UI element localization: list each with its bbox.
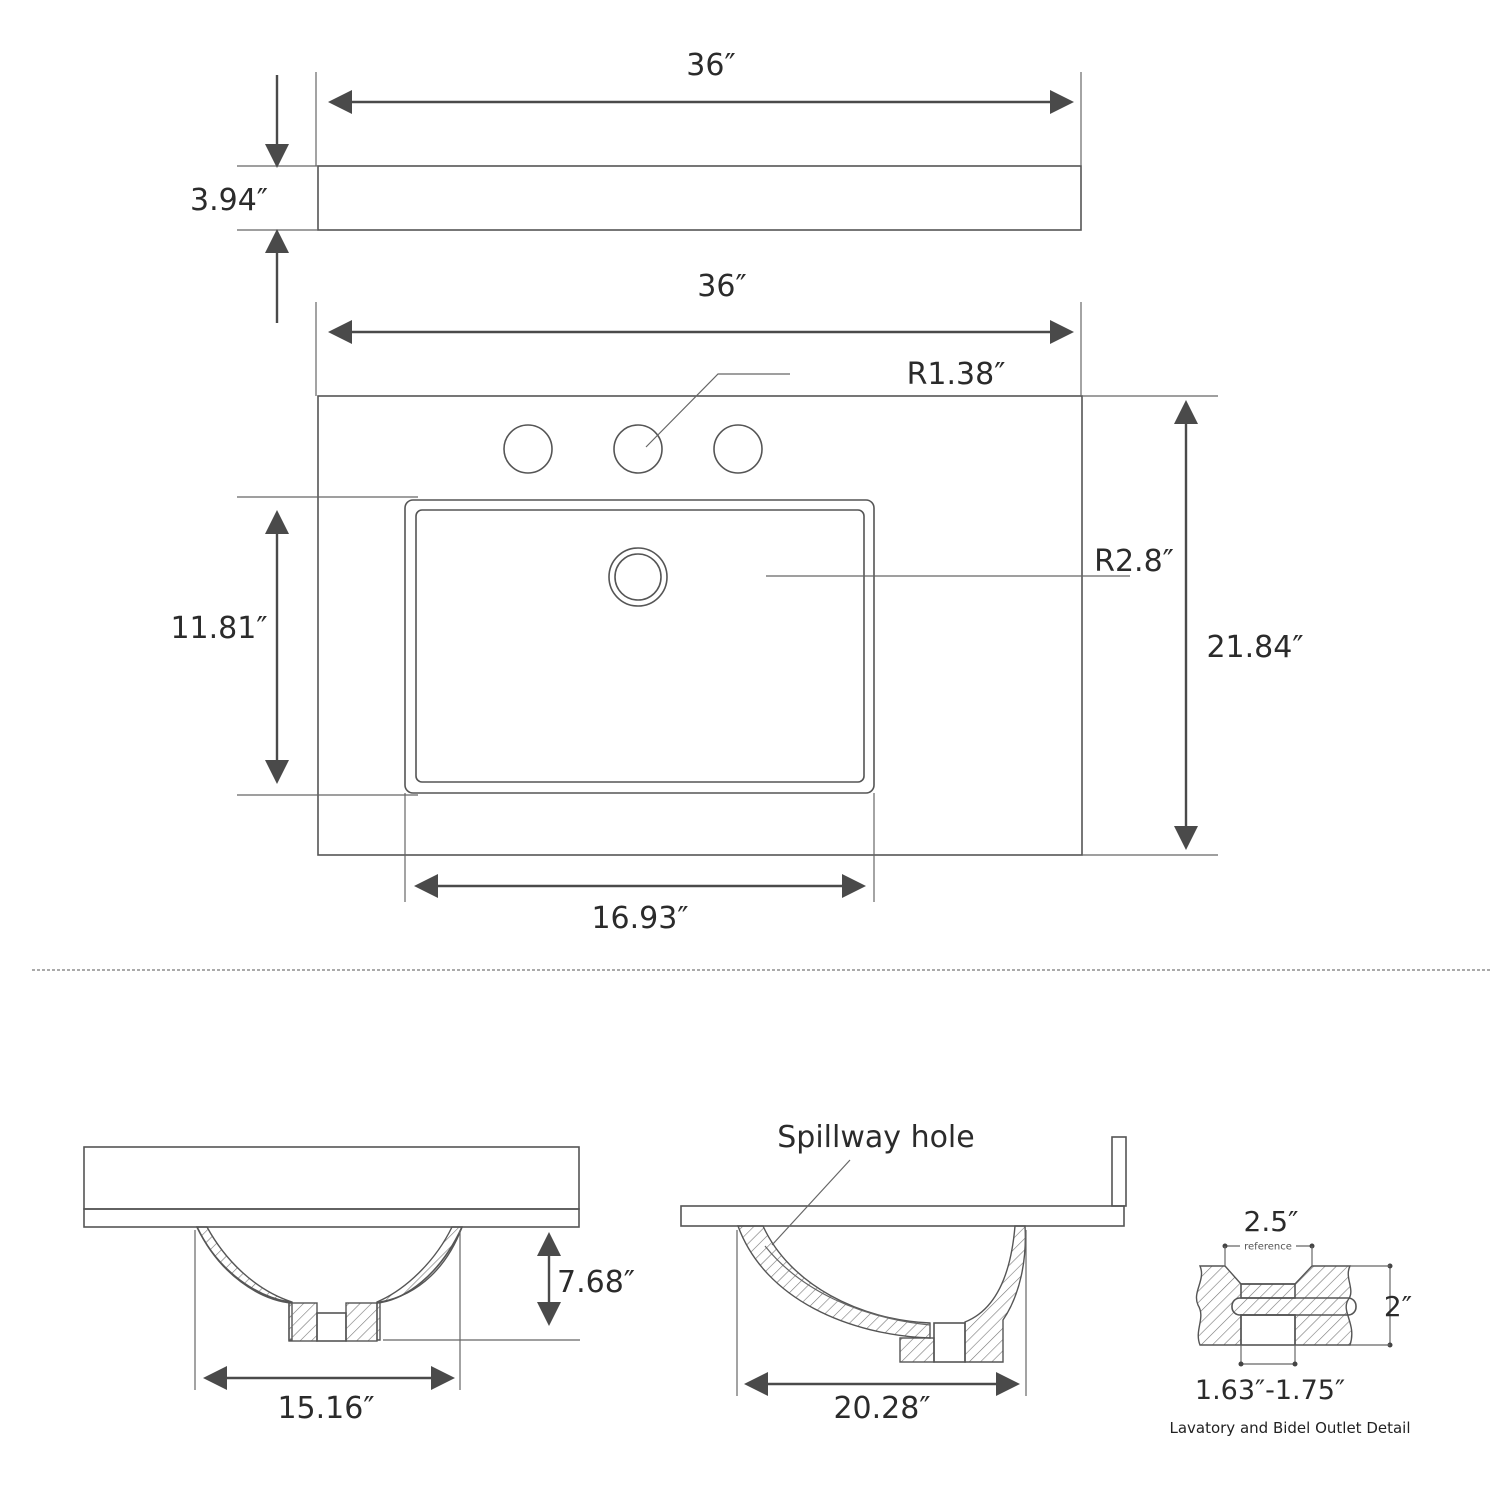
arrow-head xyxy=(842,874,866,898)
drain-inner-ring xyxy=(614,553,662,601)
reference-label: reference xyxy=(1244,1242,1292,1253)
arrow-head xyxy=(203,1366,227,1390)
drain-outer-ring xyxy=(608,547,668,607)
top-width-label: 2.5″ xyxy=(1244,1205,1299,1238)
faucet-hole-right xyxy=(713,424,763,474)
arrow-head xyxy=(431,1366,455,1390)
bowl-outer-rim xyxy=(404,499,875,794)
plan-view: 36″ R1.38″ R2.8″ 21.84″ 11.81″ xyxy=(170,269,1303,936)
arrow-head xyxy=(328,320,352,344)
bowl-curve-outer-right xyxy=(376,1226,463,1304)
leader-line-hole-radius xyxy=(645,373,790,448)
arrow-head xyxy=(265,510,289,534)
bowl-depth-label: 11.81″ xyxy=(170,611,267,646)
outlet-detail: reference 2.5″ 2″ 1.63″-1.75″ Lavatory a… xyxy=(1169,1205,1412,1437)
arrow-head xyxy=(537,1302,561,1326)
drain-boss-right xyxy=(345,1302,378,1342)
drain-opening-side xyxy=(933,1322,966,1363)
dimension-dot xyxy=(1292,1361,1298,1367)
countertop-slab-side xyxy=(680,1205,1125,1227)
countertop-backsplash-outline xyxy=(83,1146,580,1210)
bore-range-label: 1.63″-1.75″ xyxy=(1195,1375,1345,1406)
depth-label: 21.84″ xyxy=(1206,630,1303,665)
faucet-hole-center xyxy=(613,424,663,474)
drain-boss-front xyxy=(899,1337,935,1363)
thickness-label: 3.94″ xyxy=(190,183,268,218)
leader-line-spillway xyxy=(771,1159,851,1246)
arrow-head xyxy=(265,760,289,784)
thickness-view: 36″ 3.94″ xyxy=(190,48,1082,323)
arrow-head xyxy=(1174,826,1198,850)
arrow-head xyxy=(1174,400,1198,424)
width-label: 36″ xyxy=(697,269,746,304)
height-label: 2″ xyxy=(1384,1290,1412,1323)
bowl-curve-outer-left xyxy=(196,1226,293,1304)
front-bowl-width-label: 15.16″ xyxy=(277,1391,374,1426)
arrow-head xyxy=(996,1372,1020,1396)
arrow-head xyxy=(328,90,352,114)
arrow-head xyxy=(265,144,289,168)
bowl-inner-rim xyxy=(415,509,865,783)
overflow-channel xyxy=(764,1245,931,1326)
arrow-head xyxy=(744,1372,768,1396)
drain-opening xyxy=(316,1312,347,1342)
bowl-wall-front xyxy=(736,1225,931,1339)
arrow-head xyxy=(265,229,289,253)
drain-boss-left xyxy=(288,1302,318,1342)
outlet-body xyxy=(1195,1265,1353,1346)
reference-label-bg xyxy=(1240,1240,1296,1252)
side-bowl-width-label: 20.28″ xyxy=(833,1391,930,1426)
countertop-outline xyxy=(317,395,1083,856)
spillway-label: Spillway hole xyxy=(777,1120,974,1155)
countertop-edge-outline xyxy=(317,165,1082,231)
arrow-head xyxy=(414,874,438,898)
side-section-view: Spillway hole 20.28″ xyxy=(680,1120,1127,1426)
countertop-slab-outline xyxy=(83,1208,580,1228)
width-top-label: 36″ xyxy=(686,48,735,83)
bowl-wall-back xyxy=(964,1225,1027,1363)
front-section-view: 7.68″ 15.16″ xyxy=(83,1146,635,1426)
bowl-radius-label: R2.8″ xyxy=(1094,544,1174,579)
dimension-dot xyxy=(1238,1361,1244,1367)
faucet-hole-left xyxy=(503,424,553,474)
backsplash-side xyxy=(1111,1136,1127,1207)
arrow-head xyxy=(537,1232,561,1256)
outlet-bore xyxy=(1240,1314,1296,1346)
outlet-detail-caption: Lavatory and Bidel Outlet Detail xyxy=(1169,1419,1410,1437)
arrow-head xyxy=(1050,90,1074,114)
arrow-head xyxy=(1050,320,1074,344)
bowl-height-label: 7.68″ xyxy=(557,1265,635,1300)
bowl-width-label: 16.93″ xyxy=(591,901,688,936)
hole-radius-label: R1.38″ xyxy=(907,357,1006,392)
